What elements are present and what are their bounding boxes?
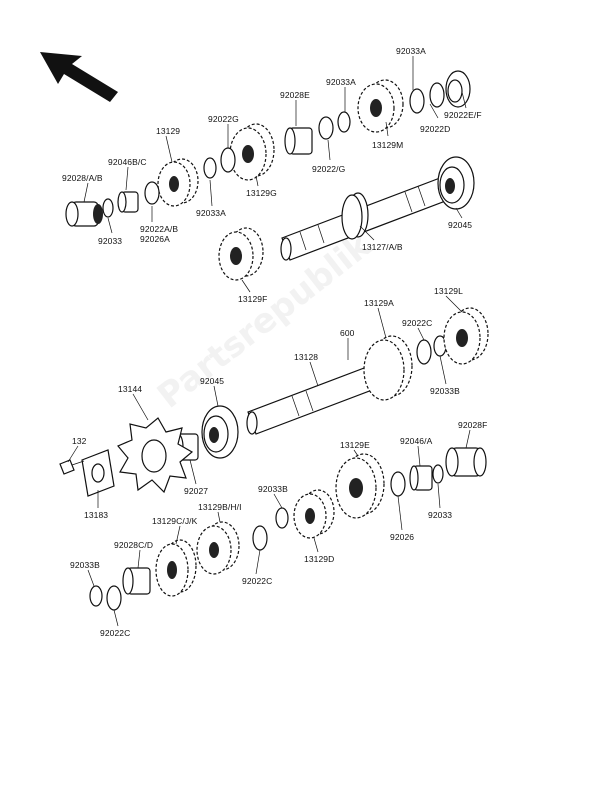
washer-92022C-low — [106, 585, 122, 611]
collar-92022EF — [445, 70, 471, 108]
label-92033-left: 92033 — [98, 236, 123, 246]
label-13129F: 13129F — [238, 294, 268, 304]
front-direction-arrow-icon — [40, 52, 118, 102]
sprocket-13144 — [117, 417, 194, 494]
label-13129BHI: 13129B/H/I — [198, 502, 242, 512]
washer-92022AB — [144, 181, 160, 205]
circlip-92033A-top — [429, 82, 445, 108]
gear-13129A — [363, 335, 413, 401]
label-92028E: 92028E — [280, 90, 310, 100]
label-13129E: 13129E — [340, 440, 370, 450]
label-92033A-mid: 92033A — [326, 77, 356, 87]
gear-13129L — [443, 307, 489, 365]
label-92033A-low: 92033A — [196, 208, 226, 218]
label-92026: 92026 — [390, 532, 415, 542]
plate-13183 — [81, 449, 115, 497]
label-92022C-top: 92022C — [402, 318, 433, 328]
label-92046A: 92046/A — [400, 436, 433, 446]
label-92028AB: 92028/A/B — [62, 173, 103, 183]
label-13129G: 13129G — [246, 188, 277, 198]
gear-13129BHI — [196, 521, 240, 575]
washer-92022C-top — [416, 339, 432, 365]
label-13144: 13144 — [118, 384, 143, 394]
circlip-92033-right — [432, 464, 444, 484]
label-92028F: 92028F — [458, 420, 488, 430]
bush-92028F — [445, 447, 487, 477]
label-92022EF: 92022E/F — [444, 110, 482, 120]
label-13129D: 13129D — [304, 554, 335, 564]
bolt-132 — [59, 459, 85, 475]
bearing-92045-mid — [201, 405, 239, 459]
circlip-92033-left — [102, 198, 114, 218]
label-92033B-mid: 92033B — [258, 484, 288, 494]
label-13129L: 13129L — [434, 286, 463, 296]
washer-92022C-mid — [252, 525, 268, 551]
shaft-13128 — [246, 361, 389, 435]
label-92026A: 92026A — [140, 234, 170, 244]
label-92028CD: 92028C/D — [114, 540, 154, 550]
label-13129CJK: 13129C/J/K — [152, 516, 198, 526]
label-92022C-mid: 92022C — [242, 576, 273, 586]
label-92022AB: 92022A/B — [140, 224, 179, 234]
gear-13129M — [357, 79, 404, 133]
label-92022D: 92022D — [420, 124, 451, 134]
label-92046BC: 92046B/C — [108, 157, 147, 167]
label-600: 600 — [340, 328, 355, 338]
label-13129: 13129 — [156, 126, 181, 136]
bush-92028AB — [65, 201, 103, 227]
label-92045-mid: 92045 — [200, 376, 225, 386]
circlip-92033A-mid — [337, 111, 351, 133]
needle-bearing-92046BC — [117, 191, 139, 213]
washer-92022D — [409, 88, 425, 114]
label-132: 132 — [72, 436, 87, 446]
bearing-92045-top — [437, 156, 475, 210]
needle-bearing-92046A — [409, 465, 433, 491]
label-13128: 13128 — [294, 352, 319, 362]
washer-92022G — [220, 147, 236, 173]
label-92033-right: 92033 — [428, 510, 453, 520]
label-92022G2: 92022/G — [312, 164, 346, 174]
washer-92026 — [390, 471, 406, 497]
gear-13129 — [157, 158, 199, 207]
circlip-92033B-low — [89, 585, 103, 607]
label-92033B-right: 92033B — [430, 386, 460, 396]
gear-13129CJK — [155, 539, 197, 597]
label-92045-top: 92045 — [448, 220, 473, 230]
leader-lines — [67, 56, 471, 627]
shaft-gear-13127 — [341, 192, 369, 240]
washer-92022G-right — [318, 116, 334, 140]
gear-13129E — [335, 453, 385, 519]
label-13127AB: 13127/A/B — [362, 242, 403, 252]
label-92022C-low: 92022C — [100, 628, 131, 638]
needle-bearing-92028CD — [122, 567, 151, 595]
label-92027: 92027 — [184, 486, 209, 496]
label-92033B-low: 92033B — [70, 560, 100, 570]
circlip-92033B-mid — [275, 507, 289, 529]
label-92033A-top: 92033A — [396, 46, 426, 56]
circlip-92033A-low — [203, 157, 217, 179]
label-13129A: 13129A — [364, 298, 394, 308]
gear-13129F — [218, 227, 264, 281]
label-92022G: 92022G — [208, 114, 239, 124]
label-13183: 13183 — [84, 510, 109, 520]
gear-13129G — [229, 123, 275, 181]
needle-bearing-92028E — [284, 127, 313, 155]
gear-13129D — [293, 489, 335, 539]
label-13129M: 13129M — [372, 140, 404, 150]
